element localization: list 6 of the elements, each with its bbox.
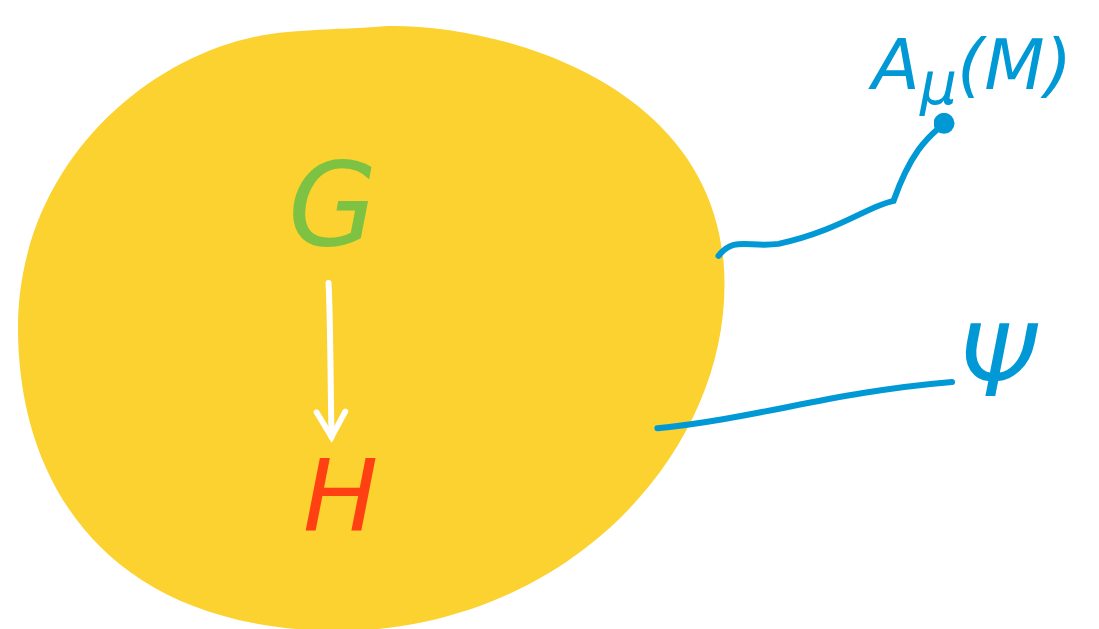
leader-line — [654, 379, 955, 432]
matter-field-label: Ψ — [958, 312, 1037, 412]
leader-line — [715, 112, 955, 259]
arrow — [313, 280, 349, 440]
subgroup-symbol: H — [303, 447, 379, 547]
group-symbol: G — [288, 148, 378, 263]
